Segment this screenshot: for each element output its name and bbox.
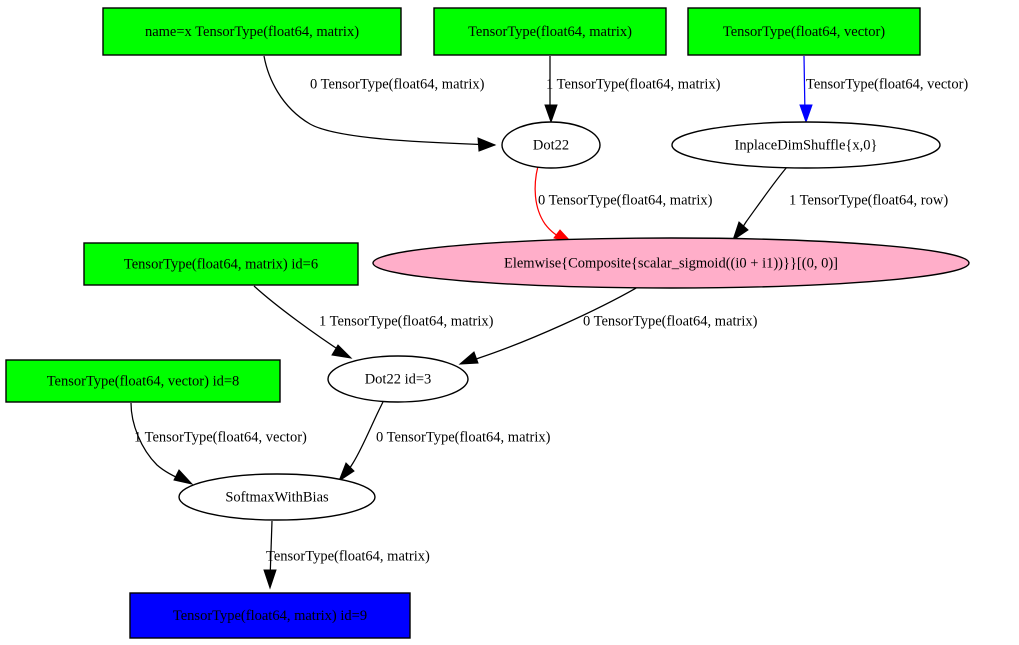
node-box-shape — [433, 7, 667, 56]
node-label: name=x TensorType(float64, matrix) — [145, 24, 359, 40]
node-ellipse-shape — [178, 473, 376, 521]
node-label: TensorType(float64, matrix) — [468, 24, 632, 40]
graph-edge: 0 TensorType(float64, matrix) — [458, 286, 758, 365]
node-label: TensorType(float64, vector) id=8 — [47, 373, 240, 389]
graph-edge: 0 TensorType(float64, matrix) — [337, 401, 551, 483]
edge-label: 1 TensorType(float64, matrix) — [319, 313, 494, 329]
node-ellipse-shape — [372, 237, 970, 289]
node-label: Dot22 id=3 — [365, 371, 432, 387]
edge-line — [253, 285, 346, 355]
graph-node-output_id9[interactable]: TensorType(float64, matrix) id=9 — [129, 592, 411, 639]
node-ellipse-shape — [327, 355, 469, 403]
edge-arrowhead-icon — [477, 137, 497, 152]
node-box-shape — [687, 7, 921, 56]
edge-label: 1 TensorType(float64, row) — [789, 192, 948, 208]
node-label: SoftmaxWithBias — [225, 489, 329, 505]
node-label: TensorType(float64, matrix) id=6 — [124, 256, 318, 272]
graph-edge: TensorType(float64, matrix) — [263, 520, 430, 590]
edge-label: TensorType(float64, matrix) — [266, 548, 430, 564]
edge-arrowhead-icon — [732, 221, 749, 242]
graph-node-dot22_id3[interactable]: Dot22 id=3 — [327, 355, 469, 403]
graph-node-input_x[interactable]: name=x TensorType(float64, matrix) — [102, 7, 402, 56]
edge-label: 1 TensorType(float64, matrix) — [546, 76, 721, 92]
edge-line — [736, 166, 788, 236]
graph-edge: 0 TensorType(float64, matrix) — [263, 55, 497, 152]
graph-edge: 1 TensorType(float64, matrix) — [253, 285, 494, 359]
graph-edge: 0 TensorType(float64, matrix) — [534, 165, 713, 244]
graph-node-weight_w[interactable]: TensorType(float64, matrix) — [433, 7, 667, 56]
node-box-shape — [129, 592, 411, 639]
edge-line — [263, 55, 496, 146]
graph-node-bias_id8[interactable]: TensorType(float64, vector) id=8 — [5, 359, 281, 403]
graph-node-dot22_top[interactable]: Dot22 — [501, 121, 601, 169]
graph-edge: 1 TensorType(float64, vector) — [130, 402, 307, 485]
node-ellipse-shape — [501, 121, 601, 169]
edge-label: 0 TensorType(float64, matrix) — [538, 192, 713, 208]
node-label: TensorType(float64, matrix) id=9 — [173, 608, 367, 624]
node-ellipse-shape — [671, 121, 941, 169]
node-box-shape — [83, 242, 359, 286]
node-label: Dot22 — [533, 137, 569, 153]
edge-arrowhead-icon — [337, 462, 355, 483]
node-layer: name=x TensorType(float64, matrix) Tensor… — [5, 7, 970, 639]
node-box-shape — [5, 359, 281, 403]
edge-label: 1 TensorType(float64, vector) — [134, 429, 307, 445]
edge-label: 0 TensorType(float64, matrix) — [310, 76, 485, 92]
edge-arrowhead-icon — [173, 469, 194, 485]
graph-node-hidden_w_id6[interactable]: TensorType(float64, matrix) id=6 — [83, 242, 359, 286]
graph-node-softmax_with_bias[interactable]: SoftmaxWithBias — [178, 473, 376, 521]
node-label: Elemwise{Composite{scalar_sigmoid((i0 + … — [504, 255, 838, 271]
edge-arrowhead-icon — [458, 351, 479, 365]
edge-label: 0 TensorType(float64, matrix) — [376, 429, 551, 445]
node-label: TensorType(float64, vector) — [723, 24, 885, 40]
edge-label: TensorType(float64, vector) — [806, 76, 968, 92]
edge-arrowhead-icon — [544, 104, 558, 124]
graph-edge: 1 TensorType(float64, matrix) — [544, 56, 721, 124]
graph-node-elemwise_sigmoid[interactable]: Elemwise{Composite{scalar_sigmoid((i0 + … — [372, 237, 970, 289]
edge-arrowhead-icon — [331, 344, 353, 359]
edge-arrowhead-icon — [799, 104, 813, 124]
graph-edge: 1 TensorType(float64, row) — [732, 166, 948, 242]
graph-node-bias_b[interactable]: TensorType(float64, vector) — [687, 7, 921, 56]
edge-arrowhead-icon — [263, 569, 277, 590]
graph-node-inplace_dimshuffle[interactable]: InplaceDimShuffle{x,0} — [671, 121, 941, 169]
edge-label: 0 TensorType(float64, matrix) — [583, 313, 758, 329]
node-label: InplaceDimShuffle{x,0} — [735, 137, 878, 153]
node-box-shape — [102, 7, 402, 56]
graph-edge: TensorType(float64, vector) — [799, 55, 968, 124]
edge-layer: 0 TensorType(float64, matrix) 1 TensorTyp… — [130, 55, 968, 590]
